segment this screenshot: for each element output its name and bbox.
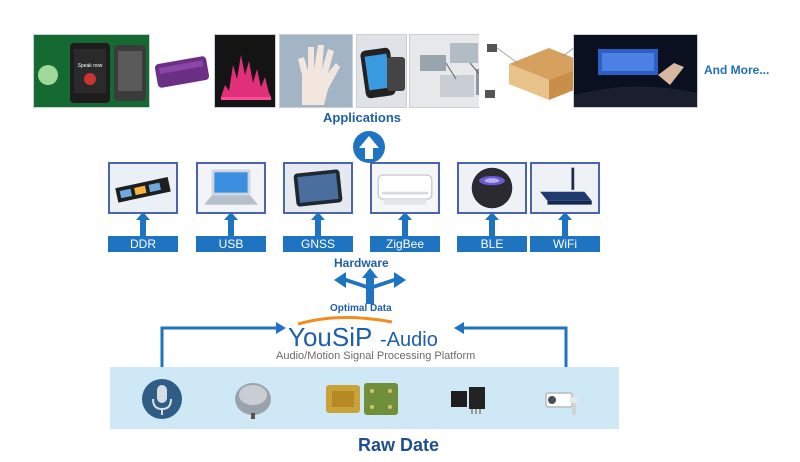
car-dashboard-image [573,34,698,108]
microphone-icon [142,379,182,419]
hardware-label: Hardware [334,256,389,270]
headphones-image [152,34,212,108]
zigbee-label: ZigBee [370,236,440,252]
ble-label: BLE [457,236,527,252]
optimal-data-label: Optimal Data [330,303,392,314]
up-arrow-circle-icon [353,131,385,163]
voice-assistant-image: Speak now [33,34,150,108]
mems-chip-icon [326,383,398,415]
gnss-device-image [283,162,353,214]
speaker-icon [459,164,525,212]
ble-connector [489,216,495,236]
air-conditioner-icon [372,164,438,212]
platform-subtitle: Audio/Motion Signal Processing Platform [276,350,476,362]
yousip-audio-logo: YouSiP -Audio [288,316,438,352]
memory-icon [110,164,176,212]
wifi-connector [562,216,568,236]
audio-visualizer-image [214,34,276,108]
gnss-arrow-head [311,212,325,220]
ble-device-image [457,162,527,214]
zigbee-connector [402,216,408,236]
zigbee-arrow-head [398,212,412,220]
applications-strip: Speak now [33,34,698,108]
usb-connector [228,216,234,236]
applications-label: Applications [323,110,402,125]
ble-arrow-head [485,212,499,220]
ddr-device-image [108,162,178,214]
and-more-label: And More... [704,63,770,77]
ic-chip-icon [451,387,485,414]
smartphone-app-image [356,34,407,108]
logo-suffix-text: -Audio [380,329,438,351]
usb-device-image [196,162,266,214]
camera-icon [545,392,578,415]
logo-main-text: YouSiP [288,322,372,352]
gnss-connector [315,216,321,236]
raw-data-title: Raw Date [358,435,440,455]
gesture-hand-image [279,34,353,108]
wifi-label: WiFi [530,236,600,252]
fork-arrow-icon [334,268,406,304]
ddr-connector [140,216,146,236]
wifi-device-image [530,162,600,214]
zigbee-device-image [370,162,440,214]
usb-label: USB [196,236,266,252]
wifi-arrow-head [558,212,572,220]
router-icon [532,164,598,212]
laptop-icon [198,164,264,212]
voice-screen-text: Speak now [78,63,103,69]
speaker-capsule-icon [235,383,271,419]
usb-arrow-head [224,212,238,220]
ddr-label: DDR [108,236,178,252]
tablet-icon [285,164,351,212]
ddr-arrow-head [136,212,150,220]
gnss-label: GNSS [283,236,353,252]
